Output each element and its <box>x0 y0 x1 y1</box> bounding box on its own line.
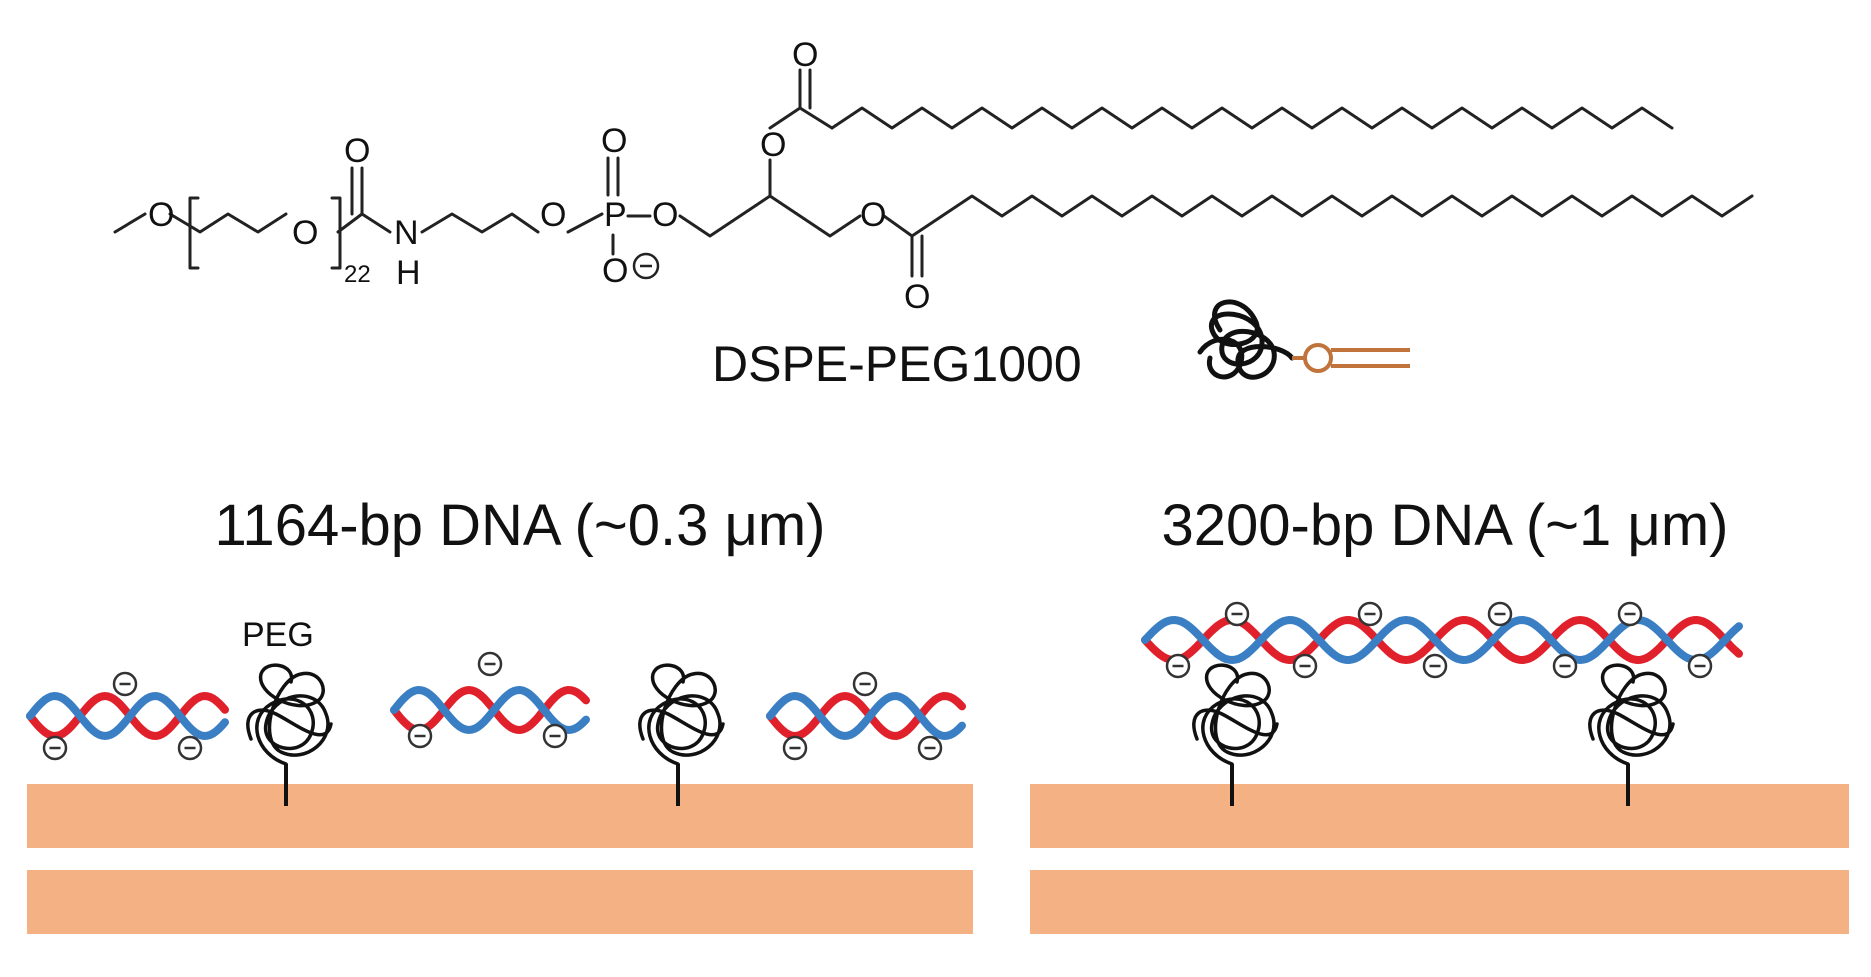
peg-coil <box>638 663 725 806</box>
atom-o-peg: O <box>292 214 318 252</box>
left-bilayer-lower <box>27 870 973 934</box>
atom-o-ester-lower: O <box>860 196 886 234</box>
right-bilayer-lower <box>1030 870 1849 934</box>
peg-repeat-bonds <box>168 212 288 234</box>
left-bilayer-upper <box>27 784 973 848</box>
peg-coil <box>246 663 333 806</box>
left-dna-layer <box>26 651 966 761</box>
negative-charge-icon <box>852 671 878 697</box>
negative-charge-icon <box>917 735 943 761</box>
atom-o-phosphoryl: O <box>601 122 627 160</box>
left-panel-title: 1164-bp DNA (~0.3 μm) <box>214 493 826 558</box>
right-peg-layer <box>1192 663 1675 806</box>
negative-charge-icon <box>542 723 568 749</box>
negative-charge-icon <box>1687 653 1713 679</box>
atom-o-carbonyl-carbamate: O <box>344 132 370 170</box>
phosphate-negative-charge <box>632 252 660 280</box>
negative-charge-icon <box>177 735 203 761</box>
fatty-chain-lower <box>940 194 1754 218</box>
negative-charge-icon <box>1292 653 1318 679</box>
right-panel-title: 3200-bp DNA (~1 μm) <box>1161 493 1729 558</box>
negative-charge-icon <box>1357 601 1383 627</box>
molecule-name: DSPE-PEG1000 <box>712 336 1082 392</box>
atom-o-phosphate-minus: O <box>602 252 628 290</box>
fatty-chain-upper <box>830 106 1674 130</box>
ethylene-linker-bonds <box>420 212 540 234</box>
negative-charge-icon <box>782 735 808 761</box>
dna-strand-blue <box>26 691 229 741</box>
peg-coil-icon <box>1197 299 1295 380</box>
dna-strand-blue <box>766 691 966 741</box>
dna-helix-left-2 <box>390 651 590 749</box>
dspe-peg-structure <box>113 68 1754 278</box>
dna-helix-right <box>1141 601 1743 679</box>
negative-charge-icon <box>1422 653 1448 679</box>
dna-strand-blue <box>390 685 590 735</box>
atom-labels: O O 22 O N H O P O O O O O O O <box>148 36 930 316</box>
repeat-bracket-left <box>188 196 200 270</box>
negative-charge-icon <box>1487 601 1513 627</box>
dna-helix-left-3 <box>766 671 966 761</box>
negative-charge-icon <box>407 723 433 749</box>
atom-o-carbonyl-lower: O <box>904 278 930 316</box>
atom-h: H <box>396 254 421 292</box>
headgroup-icon <box>1303 343 1333 373</box>
negative-charge-icon <box>1552 653 1578 679</box>
negative-charge-icon <box>42 735 68 761</box>
peg-label: PEG <box>242 616 314 654</box>
negative-charge-icon <box>1165 653 1191 679</box>
negative-charge-icon <box>477 651 503 677</box>
peg-coil <box>1192 663 1279 806</box>
atom-n: N <box>394 214 419 252</box>
repeat-count: 22 <box>344 261 371 288</box>
negative-charge-icon <box>112 671 138 697</box>
glycerol-bonds <box>678 158 772 238</box>
left-panel <box>26 651 973 934</box>
atom-o-phosphate-ester-1: O <box>540 196 566 234</box>
carbamate-bonds <box>336 212 392 234</box>
atom-p: P <box>604 196 627 234</box>
methoxy-bond <box>113 212 147 234</box>
dspe-peg-schematic-icon <box>1197 299 1410 380</box>
atom-o-phosphate-ester-2: O <box>652 196 678 234</box>
dna-helix-left-1 <box>26 671 229 761</box>
dna-strand-red <box>766 691 966 741</box>
dna-strand-red <box>1141 615 1743 665</box>
right-dna-layer <box>1141 601 1743 679</box>
right-bilayer-upper <box>1030 784 1849 848</box>
left-peg-layer <box>246 663 725 806</box>
atom-o-methoxy: O <box>148 196 174 234</box>
repeat-bracket-right <box>330 196 342 270</box>
right-panel <box>1030 601 1849 934</box>
atom-o-ester-upper: O <box>760 126 786 164</box>
negative-charge-icon <box>1224 601 1250 627</box>
negative-charge-icon <box>1617 601 1643 627</box>
atom-o-carbonyl-upper: O <box>792 36 818 74</box>
peg-coil <box>1588 663 1675 806</box>
